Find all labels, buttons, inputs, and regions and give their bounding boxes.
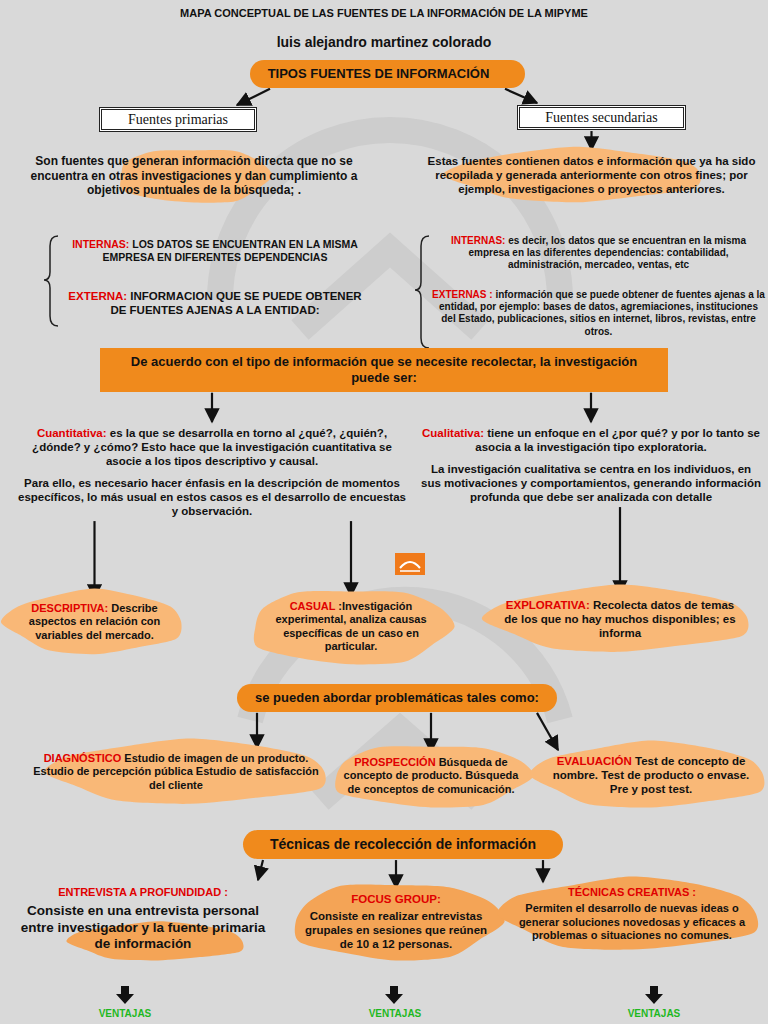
connector-arrow [256,713,258,748]
problem-blob: PROSPECCIÓN Búsqueda de concepto de prod… [338,754,524,798]
title-pill: TIPOS FUENTES DE INFORMACIÓN [250,60,525,88]
connector-arrow [542,860,544,882]
node-heading: PROSPECCIÓN [354,756,435,768]
label-text: es decir, los datos que se encuentran en… [468,235,746,270]
label-group: VENTAJAS [85,1008,165,1020]
node-heading: FOCUS GROUP: [351,893,440,905]
label-group: EXTERNA: INFORMACION QUE SE PUEDE OBTENE… [64,289,366,317]
type-blob: EXPLORATIVA: Recolecta datos de temas de… [494,596,746,642]
label-group: VENTAJAS [614,1008,694,1020]
node-heading: DESCRIPTIVA: [31,602,108,614]
node-heading: Cualitativa: [422,427,484,439]
technique-blob: TÉCNICAS CREATIVAS : Permiten el desarrol… [503,884,761,945]
research-type-text: Cuantitativa: es la que se desarrolla en… [12,424,412,520]
label-group: INTERNAS: LOS DATOS SE ENCUENTRAN EN LA … [64,238,366,264]
blob-fill [497,876,758,949]
node-heading: TÉCNICAS CREATIVAS : [568,886,696,898]
node-text: Fuentes secundarias [545,110,657,125]
problem-blob: DIAGNÓSTICO Estudio de imagen de un prod… [20,750,332,794]
node-text: Son fuentes que generan información dire… [31,154,358,197]
logo-arc [400,562,420,568]
label-group: INTERNAS: es decir, los datos que se enc… [432,235,765,272]
label-heading: EXTERNA: [68,290,127,302]
node-text: Consiste en una entrevista personal entr… [12,903,274,952]
connector-arrow [93,521,95,598]
down-arrow [385,986,403,1004]
node-text: Fuentes primarias [128,112,228,127]
node-text: tiene un enfoque en el ¿por qué? y por l… [475,427,760,453]
node-text: TIPOS FUENTES DE INFORMACIÓN [268,66,490,81]
label-text: INFORMACION QUE SE PUEDE OBTENER DE FUEN… [110,290,361,316]
node-text: La investigación cualitativa se centra e… [420,462,762,504]
advantages-label: VENTAJAS [628,1008,681,1019]
node-heading: Cuantitativa: [37,427,107,439]
connector-arrow [258,860,263,880]
connector-arrow [537,713,558,750]
advantages-label: VENTAJAS [99,1008,152,1019]
blob-fill [482,584,749,651]
node-text: Permiten el desarrollo de nuevas ideas o… [507,902,757,942]
label-text: luis alejandro martinez colorado [277,34,492,50]
node-heading: EXPLORATIVA: [506,599,590,611]
blob-fill [529,740,764,807]
label-group: EXTERNAS : información que se puede obte… [432,289,765,338]
connector-arrow [590,131,592,150]
blob-fill [335,746,533,807]
curly-bracket [415,236,429,348]
label-text: LOS DATOS SE ENCUENTRAN EN LA MISMA EMPR… [103,238,358,263]
node-text: Consiste en realizar entrevistas grupale… [300,909,492,951]
type-blob: CASUAL :Investigación experimental, anal… [256,598,446,656]
node-text: Para ello, es necesario hacer énfasis en… [16,476,408,518]
research-type-text: Cualitativa: tiene un enfoque en el ¿por… [416,424,766,506]
technique-blob: ENTREVISTA A PROFUNDIDAD : Consiste en un… [8,882,278,955]
node-heading: ENTREVISTA A PROFUNDIDAD : [58,886,228,898]
label-group: VENTAJAS [355,1008,435,1020]
connector-arrow [350,521,352,596]
down-arrow [645,986,663,1004]
section-band: De acuerdo con el tipo de información qu… [100,348,668,392]
node-heading: EVALUACIÓN [557,755,632,767]
label-group: luis alejandro martinez colorado [0,34,768,51]
connector-arrow [395,860,397,888]
diagram-title: MAPA CONCEPTUAL DE LAS FUENTES DE LA INF… [0,7,768,20]
label-heading: INTERNAS: [72,238,129,250]
blob-fill [295,885,505,961]
logo-line [400,570,420,572]
label-heading: INTERNAS: [451,235,505,246]
type-blob: DESCRIPTIVA: Describe aspectos en relaci… [12,600,177,644]
ventajas-arrows [116,986,663,1004]
section-pill: se pueden abordar problemáticas tales co… [237,684,557,712]
section-pill: Técnicas de recolección de información [243,830,563,859]
node-text: De acuerdo con el tipo de información qu… [131,354,637,385]
node-text: se pueden abordar problemáticas tales co… [255,690,539,705]
node-text: Estas fuentes contienen datos e informac… [428,155,756,195]
logo-square [395,553,425,575]
node-heading: DIAGNÓSTICO [44,752,122,764]
definition-blob: Estas fuentes contienen datos e informac… [418,152,765,198]
curly-bracket [44,236,58,326]
connector-arrow [430,713,432,752]
blob-fill [1,588,182,654]
label-heading: EXTERNAS : [432,289,493,300]
advantages-label: VENTAJAS [369,1008,422,1019]
node-heading: CASUAL [290,600,336,612]
connector-arrow [590,393,592,422]
connector-arrow [237,89,270,105]
problem-blob: EVALUACIÓN Test de concepto de nombre. T… [538,752,764,798]
sena-logo-icon [395,553,425,575]
definition-blob: Son fuentes que generan información dire… [5,152,383,200]
connector-arrow [619,507,621,594]
technique-blob: FOCUS GROUP: Consiste en realizar entrevi… [296,890,496,953]
source-box: Fuentes secundarias [517,105,686,130]
source-box: Fuentes primarias [99,107,257,132]
node-text: Técnicas de recolección de información [270,836,536,852]
connector-arrow [505,89,537,103]
blob-fill [254,591,455,664]
down-arrow [116,986,134,1004]
connector-arrow [211,393,213,422]
